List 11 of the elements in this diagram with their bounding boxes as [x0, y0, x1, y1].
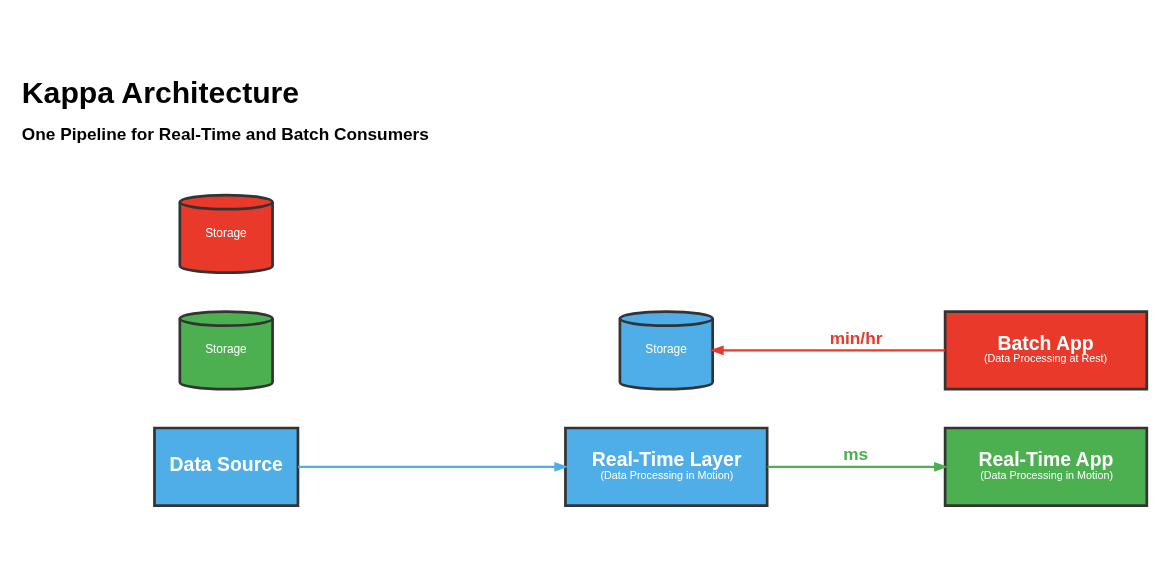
diagram-title: Kappa Architecture: [21, 75, 300, 109]
node-box: Data Source: [153, 426, 300, 508]
arrow: [709, 345, 945, 356]
node-box: Real-Time Layer (Data Processing in Motion): [564, 426, 769, 508]
edge-label: ms: [843, 444, 869, 465]
arrow: [767, 461, 949, 472]
arrow: [298, 461, 569, 472]
node-box: Real-Time App (Data Processing in Motion): [943, 426, 1149, 508]
edge-label: min/hr: [829, 327, 883, 348]
label: One Pipeline for Real-Time and Batch Consumers: [21, 123, 429, 144]
node-box: Batch App (Data Processing at Rest): [943, 310, 1149, 391]
